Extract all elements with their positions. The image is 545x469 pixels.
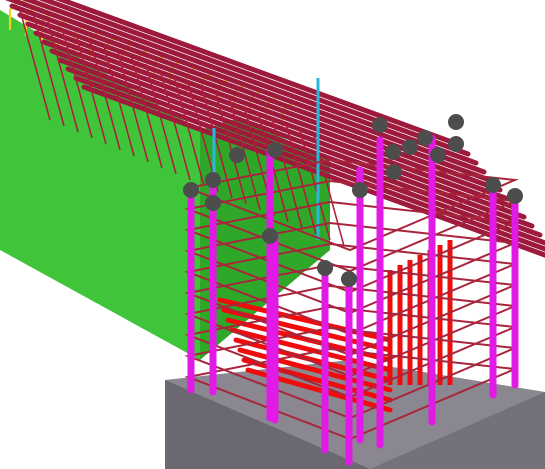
coupler-icon — [402, 139, 418, 155]
longitudinal-bar — [33, 30, 519, 211]
beam-stirrup — [75, 33, 107, 145]
coupler-icon — [267, 142, 283, 158]
coupler-icon — [417, 130, 433, 146]
coupler-icon — [430, 147, 446, 163]
coupler-icon — [183, 182, 199, 198]
longitudinal-bar — [54, 0, 463, 148]
footing-block — [165, 360, 545, 469]
coupler-icon — [229, 147, 245, 163]
coupler-icon — [507, 188, 523, 204]
column-vertical-bars — [187, 134, 519, 466]
bar-couplers — [183, 114, 523, 287]
longitudinal-bar — [49, 48, 535, 229]
coupler-icon — [386, 164, 402, 180]
beam-stirrup — [145, 63, 177, 175]
coupler-icon — [448, 114, 464, 130]
beam-stirrup — [173, 75, 205, 187]
wall-front-face — [0, 10, 200, 360]
dowel-bar — [237, 347, 393, 393]
beam-stirrup — [131, 57, 163, 169]
coupler-icon — [448, 136, 464, 152]
longitudinal-bar — [17, 12, 503, 193]
footing-side-face — [370, 392, 545, 469]
longitudinal-bar — [73, 75, 545, 252]
dowel-bar — [229, 327, 393, 373]
beam-stirrup — [61, 27, 93, 139]
footing-front-face — [165, 380, 370, 469]
dowel-bar — [233, 337, 393, 383]
beam-stirrup — [33, 15, 65, 127]
coupler-icon — [262, 228, 278, 244]
longitudinal-bar — [38, 0, 471, 157]
coupler-icon — [385, 144, 401, 160]
beam-stirrup — [271, 117, 303, 229]
coupler-icon — [352, 182, 368, 198]
beam-stirrup — [117, 51, 149, 163]
beam-stirrup — [159, 69, 191, 181]
longitudinal-bar — [21, 0, 479, 166]
beam-stirrup — [299, 129, 331, 241]
coupler-icon — [317, 260, 333, 276]
beam-stirrup — [103, 45, 135, 157]
coupler-icon — [205, 195, 221, 211]
beam-stirrup — [285, 123, 317, 235]
coupler-icon — [205, 172, 221, 188]
coupler-icon — [372, 117, 388, 133]
coupler-icon — [485, 177, 501, 193]
coupler-icon — [341, 271, 357, 287]
beam-stirrup — [215, 93, 247, 205]
beam-stirrup — [89, 39, 121, 151]
beam-stirrup — [47, 21, 79, 133]
beam-stirrup — [19, 9, 51, 121]
